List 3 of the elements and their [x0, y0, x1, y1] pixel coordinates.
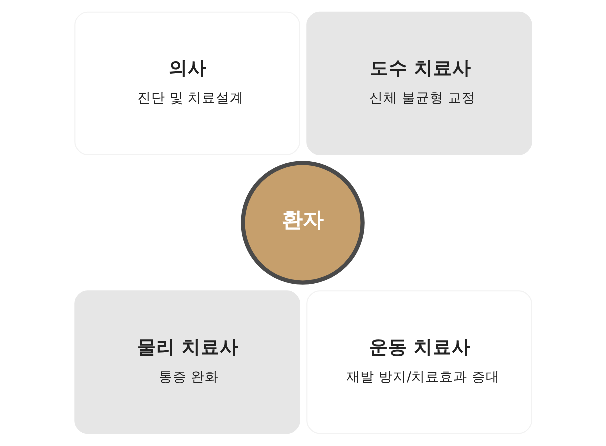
- node-circle: 환자: [240, 161, 364, 285]
- node-box: 도수 치료사 신체 불균형 교정: [306, 12, 532, 156]
- node-box: 물리 치료사 통증 완화: [74, 290, 300, 434]
